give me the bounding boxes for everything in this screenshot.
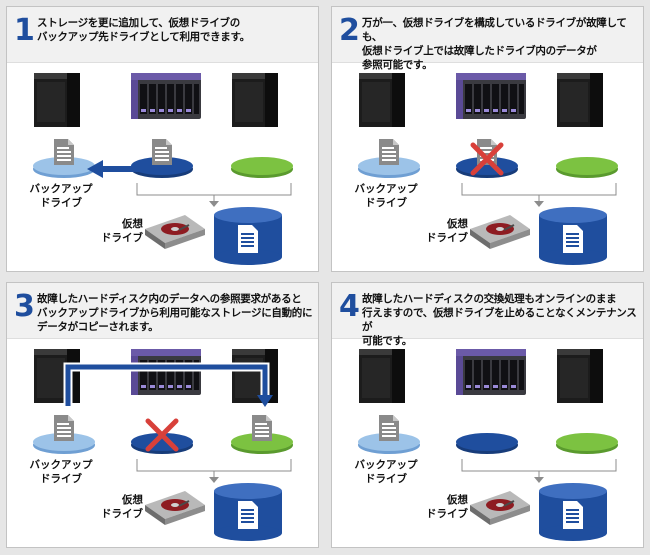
hard-disk-icon xyxy=(470,491,530,525)
database-icon xyxy=(539,207,607,265)
document-icon xyxy=(54,415,74,441)
hard-disk-icon xyxy=(145,491,205,525)
hard-disk-icon xyxy=(145,215,205,249)
diagram-art xyxy=(7,338,319,548)
backup-drive-label: バックアップ ドライブ xyxy=(354,458,418,486)
bracket-line xyxy=(462,183,616,195)
step-number: 2 xyxy=(339,15,360,47)
bracket-line xyxy=(137,459,291,471)
hard-disk-icon xyxy=(470,215,530,249)
panel-2: 2 万が一、仮想ドライブを構成しているドライブが故障しても、 仮想ドライブ上では… xyxy=(331,6,644,272)
database-icon xyxy=(214,483,282,541)
diagram-art xyxy=(332,338,644,548)
nas-icon xyxy=(456,349,526,395)
panel-header: 3 故障したハードディスク内のデータへの参照要求があると バックアップドライブか… xyxy=(7,283,318,339)
virtual-drive-label: 仮想 ドライブ xyxy=(95,217,143,245)
tower-server-icon xyxy=(232,349,278,403)
virtual-drive-label: 仮想 ドライブ xyxy=(420,217,468,245)
disk-green xyxy=(556,433,618,451)
tower-server-icon xyxy=(34,73,80,127)
virtual-drive-label: 仮想 ドライブ xyxy=(420,493,468,521)
nas-icon xyxy=(131,73,201,119)
tower-server-icon xyxy=(359,73,405,127)
database-icon xyxy=(214,207,282,265)
bracket-arrow-icon xyxy=(209,477,219,483)
step-caption: 故障したハードディスク内のデータへの参照要求があると バックアップドライブから利… xyxy=(37,292,315,334)
tower-server-icon xyxy=(232,73,278,127)
nas-icon xyxy=(131,349,201,395)
panel-1: 1 ストレージを更に追加して、仮想ドライブの バックアップ先ドライブとして利用で… xyxy=(6,6,319,272)
backup-drive-label: バックアップ ドライブ xyxy=(29,182,93,210)
tower-server-icon xyxy=(359,349,405,403)
arrow-icon xyxy=(101,166,139,172)
document-icon xyxy=(54,139,74,165)
bracket-arrow-icon xyxy=(534,477,544,483)
disk-green xyxy=(556,157,618,175)
document-icon xyxy=(379,415,399,441)
document-icon xyxy=(379,139,399,165)
tower-server-icon xyxy=(557,73,603,127)
panel-header: 4 故障したハードディスクの交換処理もオンラインのまま 行えますので、仮想ドライ… xyxy=(332,283,643,339)
disk-active xyxy=(456,433,518,451)
tower-server-icon xyxy=(557,349,603,403)
bracket-line xyxy=(137,183,291,195)
virtual-drive-label: 仮想 ドライブ xyxy=(95,493,143,521)
diagram-art xyxy=(7,62,319,272)
backup-drive-label: バックアップ ドライブ xyxy=(354,182,418,210)
panel-header: 1 ストレージを更に追加して、仮想ドライブの バックアップ先ドライブとして利用で… xyxy=(7,7,318,63)
nas-icon xyxy=(456,73,526,119)
bracket-arrow-icon xyxy=(534,201,544,207)
step-number: 3 xyxy=(14,291,35,323)
document-icon xyxy=(252,415,272,441)
panel-header: 2 万が一、仮想ドライブを構成しているドライブが故障しても、 仮想ドライブ上では… xyxy=(332,7,643,63)
disk-green xyxy=(231,157,293,175)
document-icon xyxy=(152,139,172,165)
database-icon xyxy=(539,483,607,541)
step-number: 1 xyxy=(14,15,35,47)
panel-4: 4 故障したハードディスクの交換処理もオンラインのまま 行えますので、仮想ドライ… xyxy=(331,282,644,548)
diagram-art xyxy=(332,62,644,272)
bracket-arrow-icon xyxy=(209,201,219,207)
step-caption: ストレージを更に追加して、仮想ドライブの バックアップ先ドライブとして利用できま… xyxy=(37,16,315,44)
panel-3: 3 故障したハードディスク内のデータへの参照要求があると バックアップドライブか… xyxy=(6,282,319,548)
step-number: 4 xyxy=(339,291,360,323)
bracket-line xyxy=(462,459,616,471)
tower-server-icon xyxy=(34,349,80,403)
backup-drive-label: バックアップ ドライブ xyxy=(29,458,93,486)
